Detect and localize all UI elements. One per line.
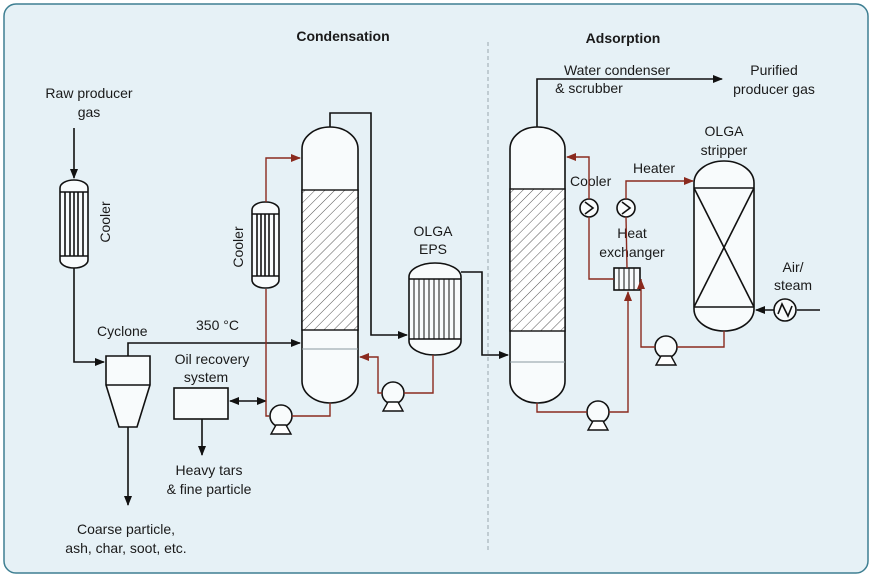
cyclone: [105, 355, 151, 428]
section-condensation: Condensation: [296, 28, 389, 44]
olga-eps-label: OLGA: [414, 223, 454, 239]
coarse-label: Coarse particle,: [77, 521, 175, 537]
olga-eps: [408, 262, 462, 356]
air-steam-label-2: steam: [774, 277, 812, 293]
pump-2: [381, 381, 405, 412]
heater-exchanger: [616, 198, 636, 218]
left-cooler-label: Cooler: [97, 201, 113, 243]
heater-label: Heater: [633, 160, 675, 176]
oil-recovery-label-2: system: [184, 369, 228, 385]
oil-recovery-box: [173, 387, 229, 420]
left-cooler: [59, 179, 89, 269]
oil-recovery-label: Oil recovery: [175, 351, 250, 367]
cyclone-label: Cyclone: [97, 323, 148, 339]
pump-4: [654, 335, 678, 366]
raw-gas-label: Raw producer: [45, 85, 132, 101]
heavy-tars-label-2: & fine particle: [167, 481, 252, 497]
pump-1: [269, 404, 293, 435]
temp-label: 350 °C: [196, 317, 239, 333]
cooler-exchanger: [579, 198, 599, 218]
heat-exchanger-label: Heat: [617, 225, 647, 241]
condensation-column: [301, 126, 359, 404]
purified-gas-label-2: producer gas: [733, 81, 815, 97]
olga-stripper: [693, 160, 755, 332]
raw-gas-label-2: gas: [78, 104, 101, 120]
air-steam-label: Air/: [783, 259, 804, 275]
heat-exchanger: [613, 267, 641, 291]
purified-gas-label: Purified: [750, 62, 797, 78]
coarse-label-2: ash, char, soot, etc.: [65, 540, 186, 556]
pump-3: [586, 400, 610, 431]
water-condenser-label: Water condenser: [564, 62, 670, 78]
middle-cooler-label: Cooler: [230, 226, 246, 268]
olga-stripper-label: OLGA: [705, 123, 745, 139]
section-adsorption: Adsorption: [586, 30, 661, 46]
heavy-tars-label: Heavy tars: [176, 462, 243, 478]
water-condenser-label-2: & scrubber: [555, 80, 623, 96]
heat-exchanger-label-2: exchanger: [599, 244, 665, 260]
olga-eps-label-2: EPS: [419, 241, 447, 257]
air-steam-heater: [773, 298, 797, 322]
right-cooler-label: Cooler: [570, 173, 612, 189]
middle-cooler: [251, 201, 280, 289]
adsorption-column: [509, 126, 566, 404]
olga-stripper-label-2: stripper: [701, 142, 748, 158]
